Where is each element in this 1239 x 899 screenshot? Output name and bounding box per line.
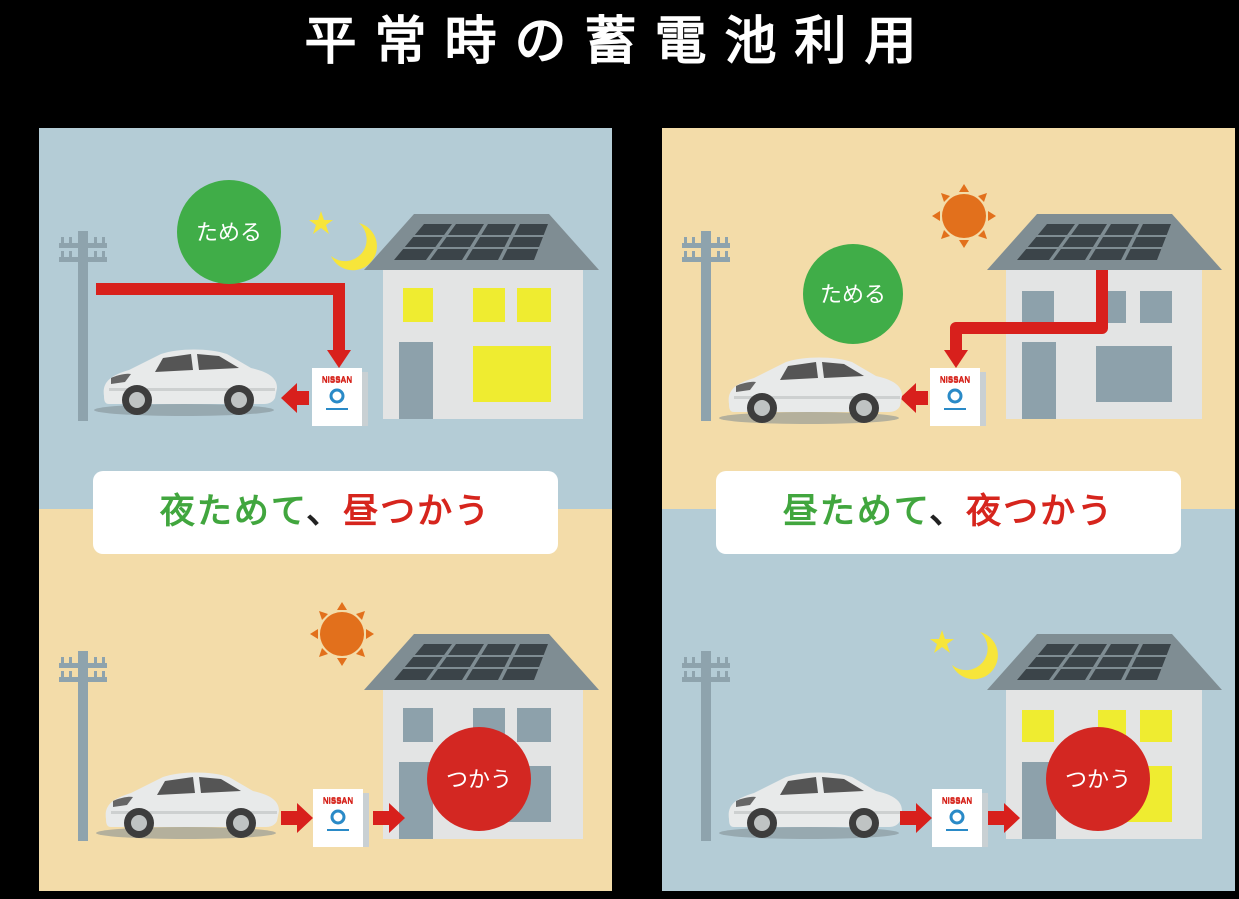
sun-icon [310,602,374,666]
house [363,213,600,419]
arrow-solar-to-battery [950,270,1108,353]
arrow-car-to-battery [900,803,932,833]
panel-illustration: NISSAN [39,128,612,891]
use-label: つかう [1065,768,1131,793]
panel-day-store: NISSAN ためる NISSAN つかう 昼ためて、夜つかう [662,128,1235,891]
panel-night-store: NISSAN [39,128,612,891]
moon-icon [309,211,377,271]
store-label: ためる [196,221,262,246]
arrow-battery-to-car [900,383,928,413]
arrow-car-to-battery [281,803,313,833]
page-title: 平常時の蓄電池利用 [304,12,935,72]
battery-brand: NISSAN [942,797,972,806]
store-label: ためる [820,283,886,308]
banner-separator: 、 [306,492,344,532]
banner-use-text: 夜つかう [966,492,1115,532]
arrow-battery-to-house [373,803,405,833]
banner-use-text: 昼つかう [343,492,492,532]
banner-separator: 、 [929,492,967,532]
battery-brand: NISSAN [322,376,352,385]
arrow-battery-to-car [281,383,309,413]
arrow-grid-to-battery [96,283,345,353]
banner-night-store-day-use: 夜ためて、昼つかう [93,471,558,554]
panel-illustration: NISSAN ためる NISSAN つかう [662,128,1235,891]
sun-icon [932,184,996,248]
battery-brand: NISSAN [323,797,353,806]
banner-store-text: 昼ためて [782,492,930,532]
arrow-battery-to-house [988,803,1020,833]
battery-brand: NISSAN [940,376,970,385]
store-circle [177,180,281,284]
use-label: つかう [446,768,512,793]
banner-day-store-night-use: 昼ためて、夜つかう [716,471,1181,554]
use-circle [427,727,531,831]
moon-icon [930,630,998,680]
use-circle [1046,727,1150,831]
store-circle [803,244,903,344]
banner-store-text: 夜ためて [159,492,307,532]
